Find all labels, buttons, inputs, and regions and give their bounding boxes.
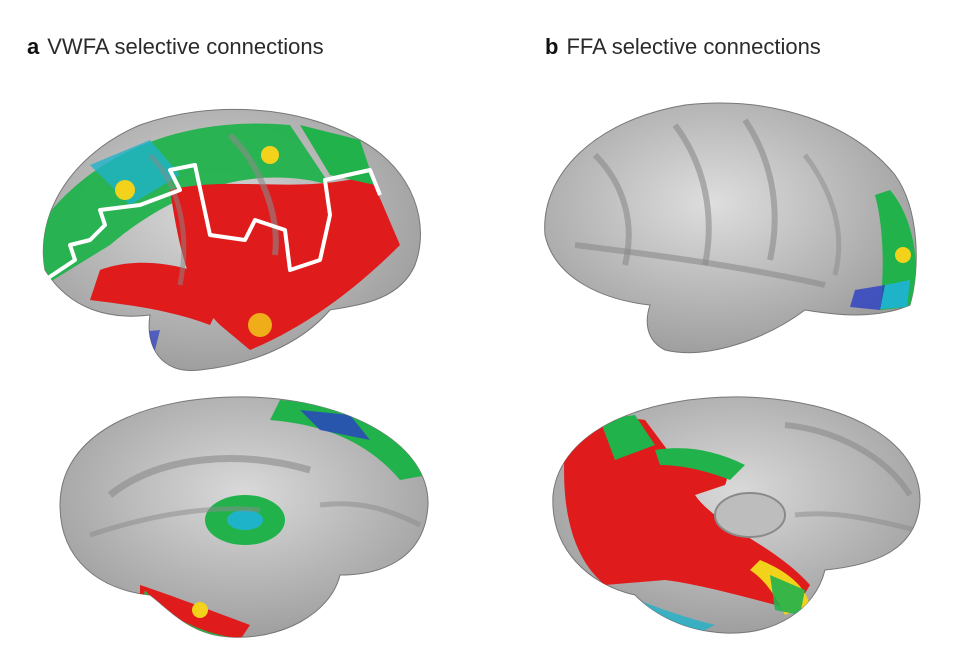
panel-b-letter: b bbox=[545, 34, 559, 59]
panel-a-lateral-brain bbox=[42, 108, 421, 372]
panel-b-label: FFA selective connections bbox=[566, 34, 821, 59]
panel-b-lateral-brain bbox=[544, 102, 917, 354]
panel-a-medial-brain bbox=[59, 396, 429, 638]
panel-a-letter: a bbox=[27, 34, 40, 59]
panel-a-label: VWFA selective connections bbox=[47, 34, 324, 59]
panel-b-title: b FFA selective connections bbox=[545, 34, 821, 60]
panel-a-title: a VWFA selective connections bbox=[27, 34, 324, 60]
panel-b-medial-brain bbox=[552, 396, 921, 634]
